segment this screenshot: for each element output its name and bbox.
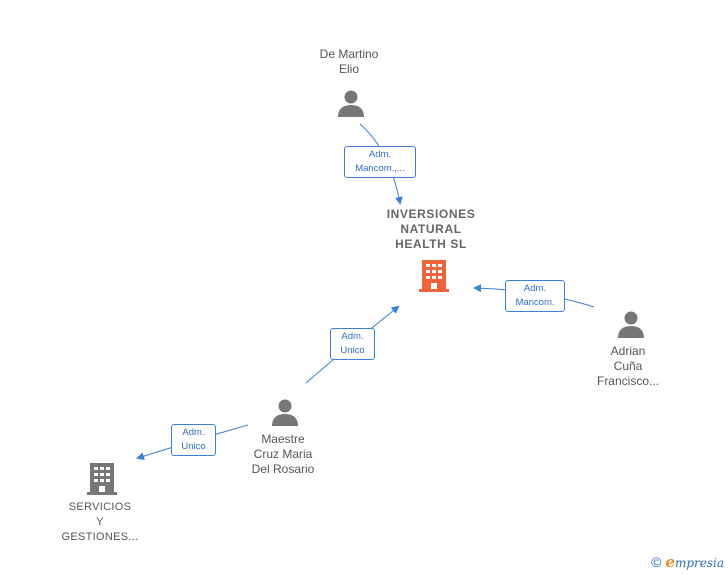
node-label-line: GESTIONES... <box>61 531 139 543</box>
building-icon[interactable] <box>86 461 118 495</box>
node-label: SERVICIOS Y GESTIONES... <box>50 500 150 545</box>
edge-label-maestre-inversiones[interactable]: Adm. Unico <box>330 328 375 360</box>
node-inversiones[interactable]: INVERSIONES NATURAL HEALTH SL <box>371 207 491 252</box>
brand-logo: empresia <box>665 553 724 571</box>
copyright-icon: © <box>651 554 662 570</box>
node-label: De Martino Elio <box>299 47 399 77</box>
edge-label-line: Unico <box>181 441 206 452</box>
node-label-line: De Martino <box>319 47 379 61</box>
edge-label-line: Adm. <box>523 283 547 294</box>
person-icon[interactable] <box>336 88 366 118</box>
node-label-line: SERVICIOS <box>68 501 132 513</box>
building-icon[interactable] <box>418 258 450 292</box>
node-adrian[interactable]: Adrian Cuña Francisco... <box>583 344 673 389</box>
node-label-line: Elio <box>338 62 359 76</box>
edge-label-line: Mancom.,... <box>355 163 405 174</box>
edge-label-line: Unico <box>340 345 365 356</box>
node-label: Adrian Cuña Francisco... <box>583 344 673 389</box>
brand-logo-e: e <box>665 553 675 571</box>
edge-label-maestre-servicios[interactable]: Adm. Unico <box>171 424 216 456</box>
node-label-line: HEALTH SL <box>395 237 467 251</box>
empresia-watermark: © empresia <box>651 553 724 571</box>
node-label-line: Adrian <box>610 344 646 358</box>
node-servicios[interactable]: SERVICIOS Y GESTIONES... <box>50 500 150 545</box>
edge-label-de-martino[interactable]: Adm. Mancom.,... <box>344 146 416 178</box>
node-label: INVERSIONES NATURAL HEALTH SL <box>371 207 491 252</box>
edge-label-adrian[interactable]: Adm. Mancom. <box>505 280 565 312</box>
node-label-line: Maestre <box>261 432 305 446</box>
edge-label-line: Adm. <box>341 331 364 342</box>
person-icon[interactable] <box>616 309 646 339</box>
node-label-line: Del Rosario <box>251 462 315 476</box>
node-label-line: Cruz Maria <box>253 447 313 461</box>
brand-logo-text: mpresia <box>674 556 724 570</box>
node-de-martino[interactable]: De Martino Elio <box>299 47 399 77</box>
edge-label-line: Adm. <box>368 149 392 160</box>
node-label-line: NATURAL <box>400 222 462 236</box>
edge-label-line: Mancom. <box>515 297 555 308</box>
node-label-line: Cuña <box>613 359 643 373</box>
node-label-line: Francisco... <box>596 374 659 388</box>
node-maestre[interactable]: Maestre Cruz Maria Del Rosario <box>233 432 333 477</box>
node-label-line: INVERSIONES <box>386 207 476 221</box>
node-label: Maestre Cruz Maria Del Rosario <box>233 432 333 477</box>
edge-label-line: Adm. <box>182 427 205 438</box>
node-label-line: Y <box>96 516 104 528</box>
person-icon[interactable] <box>270 397 300 427</box>
